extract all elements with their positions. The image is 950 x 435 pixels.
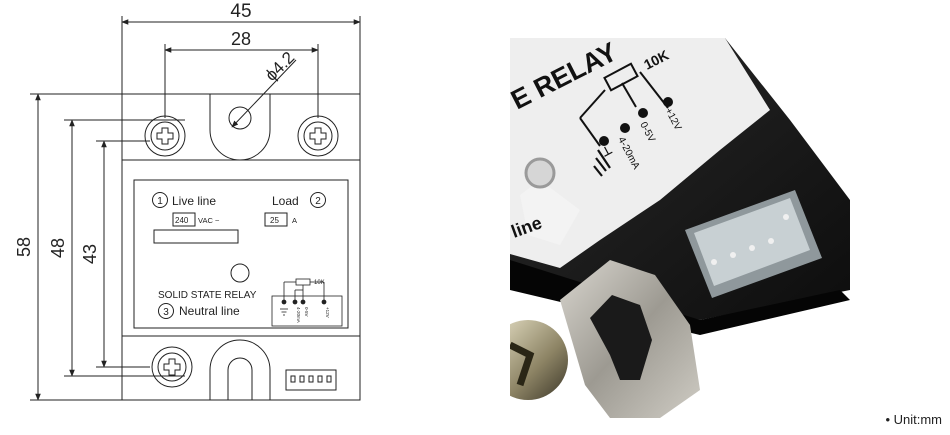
photo-connector: [685, 190, 822, 298]
dim-label-28: 28: [231, 29, 251, 49]
pot-value-label: 10K: [314, 280, 325, 286]
live-line-label: Live line: [172, 194, 216, 208]
screw-top-right: [297, 115, 339, 157]
dim-label-48: 48: [48, 238, 68, 258]
top-slot-outline: [209, 94, 271, 161]
dim-label-diameter: ϕ4.2: [261, 48, 298, 85]
current-unit: A: [292, 216, 297, 225]
dim-label-58: 58: [14, 237, 34, 257]
relay-photo: [510, 38, 854, 418]
voltage-unit: VAC ~: [198, 216, 220, 225]
neutral-line-label: Neutral line: [179, 304, 240, 318]
indicator-led: [230, 263, 250, 283]
dim-label-43: 43: [80, 244, 100, 264]
unit-note: • Unit:mm: [885, 412, 942, 427]
product-name-label: SOLID STATE RELAY: [158, 290, 257, 301]
terminal-3-label: 3: [163, 307, 169, 318]
terminal-1-label: 1: [157, 196, 163, 207]
blank-field: [153, 229, 239, 244]
pin-label-12v: +12V: [325, 307, 330, 318]
mounting-hole: [228, 106, 252, 130]
screw-top-left: [144, 115, 186, 157]
pin-diagram: [271, 278, 343, 327]
current-value: 25: [270, 216, 279, 225]
label-panel: [133, 179, 349, 329]
load-label: Load: [272, 194, 299, 208]
technical-drawing: [30, 16, 361, 401]
diameter-leader: [231, 59, 297, 128]
screw-bottom-left: [151, 346, 193, 388]
terminal-2-label: 2: [315, 196, 321, 207]
dim-label-45: 45: [230, 1, 251, 22]
pin-label-4-20ma: 4-20mA: [296, 307, 301, 323]
connector-outline: [285, 369, 337, 391]
relay-outline: [121, 93, 361, 401]
bottom-slot-outline: [209, 339, 271, 400]
photo-led: [524, 157, 556, 189]
voltage-value: 240: [175, 216, 189, 225]
pin-label-0-5v: 0-5V: [304, 307, 309, 317]
